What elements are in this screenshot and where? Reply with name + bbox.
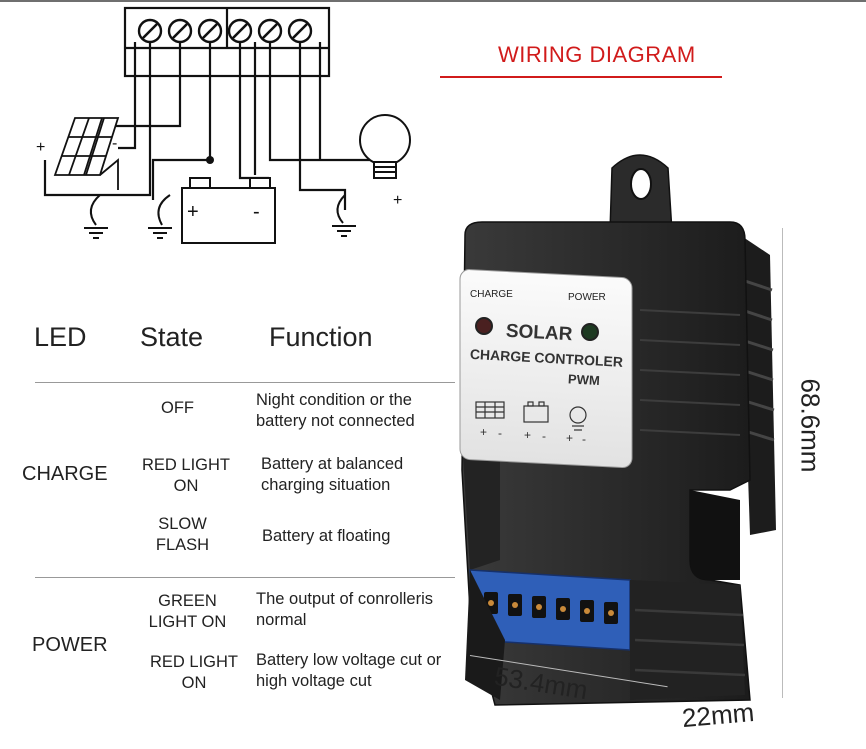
title-underline <box>440 76 722 78</box>
solar-minus-label: - <box>112 135 117 152</box>
top-border <box>0 0 866 2</box>
table-row-state: OFF <box>161 399 194 417</box>
table-row-state: GREEN LIGHT ON <box>148 592 227 631</box>
table-row-state: RED LIGHT ON <box>149 653 238 692</box>
battery-panel-icon <box>523 405 549 423</box>
sign-battery-plus: + <box>524 428 531 442</box>
solar-icon <box>475 401 505 419</box>
brand-label: SOLAR <box>505 321 573 345</box>
wiring-schematic: + - + - + <box>36 6 411 244</box>
solar-plus-label: + <box>36 139 45 156</box>
group-label-charge: CHARGE <box>22 463 108 485</box>
charge-led-label: CHARGE <box>470 289 513 300</box>
header-led: LED <box>34 322 87 352</box>
sign-load-plus: + <box>566 431 573 445</box>
solar-panel-icon <box>53 117 120 190</box>
load-plus-label: + <box>393 192 402 209</box>
sign-solar-plus: + <box>480 425 487 439</box>
table-row-function: The output of conrolleris normal <box>256 590 434 629</box>
bulb-icon <box>359 114 411 179</box>
table-divider-top <box>35 382 455 383</box>
panel-icons <box>475 401 587 431</box>
power-led <box>581 323 599 341</box>
sign-solar-minus: - <box>498 426 502 440</box>
battery-icon <box>181 177 276 244</box>
header-function: Function <box>269 322 373 352</box>
table-row-function: Night condition or the battery not conne… <box>256 391 415 430</box>
battery-plus-label: + <box>187 201 199 223</box>
table-divider-middle <box>35 577 455 578</box>
charge-led <box>475 317 493 335</box>
pwm-label: PWM <box>568 371 601 388</box>
header-state: State <box>140 322 204 352</box>
charge-controller-illustration: CHARGE POWER SOLAR CHARGE CONTROLER PWM … <box>459 154 776 706</box>
terminal-screws <box>137 18 313 44</box>
height-dimension: 68.6mm <box>795 378 826 473</box>
height-dimension-line <box>782 228 783 698</box>
group-label-power: POWER <box>32 634 108 656</box>
battery-minus-label: - <box>253 201 260 223</box>
table-row-function: Battery low voltage cut or high voltage … <box>256 651 442 690</box>
ground-symbols <box>84 194 356 239</box>
diagram-title: WIRING DIAGRAM <box>498 42 696 67</box>
power-led-label: POWER <box>568 292 606 303</box>
table-row-state: SLOW FLASH <box>155 515 210 554</box>
table-row-function: Battery at balanced charging situation <box>261 455 404 494</box>
depth-dimension: 22mm <box>680 696 756 734</box>
lamp-icon <box>569 406 587 431</box>
sign-battery-minus: - <box>542 429 546 443</box>
table-row-function: Battery at floating <box>262 527 391 545</box>
sign-load-minus: - <box>582 432 586 446</box>
table-row-state: RED LIGHT ON <box>141 456 230 495</box>
